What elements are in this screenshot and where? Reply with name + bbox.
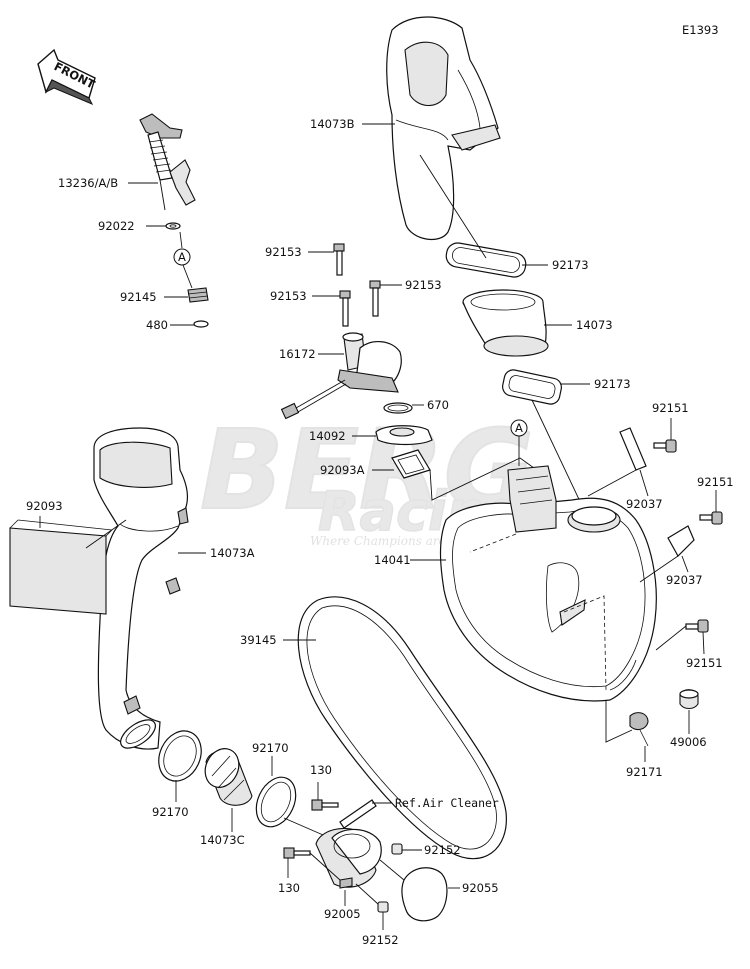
bolt-92151-right: [699, 511, 723, 525]
label-92153-b: 92153: [270, 289, 307, 303]
label-14073b: 14073B: [310, 117, 355, 131]
diagram-code: E1393: [682, 23, 719, 37]
label-92037-top: 92037: [626, 497, 663, 511]
duct-14073b: [386, 16, 501, 241]
label-92171: 92171: [626, 765, 663, 779]
label-49006: 49006: [670, 735, 707, 749]
label-92173-lower: 92173: [594, 377, 631, 391]
bolt-92151-top: [653, 439, 677, 453]
front-arrow-icon: FRONT: [37, 48, 97, 105]
oring-670: [383, 402, 413, 414]
watermark: BERG Racing Where Champions are made: [199, 405, 535, 548]
clamp-92170-right: [255, 776, 297, 828]
label-92153-a: 92153: [265, 245, 302, 259]
bracket-92037-right: [667, 525, 695, 557]
label-92153-c: 92153: [405, 278, 442, 292]
label-92145: 92145: [120, 290, 157, 304]
bolt-92153-a: [333, 243, 345, 276]
sleeve-14073c: [204, 748, 253, 806]
label-92037-right: 92037: [666, 573, 703, 587]
bolt-130-upper: [311, 799, 339, 811]
label-130-lower: 130: [278, 881, 300, 895]
ref-marker-a-left: A: [173, 248, 191, 266]
bracket-92037-top: [619, 427, 647, 471]
boot-14073: [462, 289, 549, 357]
filter-92093: [9, 519, 113, 615]
plug-49006: [679, 689, 699, 710]
gasket-92173-upper: [445, 242, 527, 278]
watermark-tagline: Where Champions are made: [310, 534, 483, 548]
clamp-92170-left: [158, 730, 202, 782]
label-92173-upper: 92173: [552, 258, 589, 272]
label-92005: 92005: [324, 907, 361, 921]
label-14073: 14073: [576, 318, 613, 332]
label-670: 670: [427, 398, 449, 412]
duct-14073a: [93, 427, 189, 750]
air-cleaner-tube: [339, 799, 377, 829]
label-39145: 39145: [240, 633, 277, 647]
svg-text:A: A: [515, 421, 523, 435]
label-92152-upper: 92152: [424, 843, 461, 857]
label-480: 480: [146, 318, 168, 332]
bolt-92153-b: [339, 290, 351, 327]
label-92170-left: 92170: [152, 805, 189, 819]
label-14092: 14092: [309, 429, 346, 443]
clip-92171: [629, 712, 649, 747]
bolt-92151-lower: [685, 619, 709, 633]
belt-39145: [297, 596, 507, 860]
bolt-130-lower: [283, 847, 311, 859]
seal-92055: [401, 867, 448, 922]
label-92022: 92022: [98, 219, 135, 233]
washer-92022: [165, 222, 181, 230]
label-16172: 16172: [279, 347, 316, 361]
cap-92152-lower: [377, 901, 389, 913]
label-92093: 92093: [26, 499, 63, 513]
svg-text:A: A: [178, 250, 186, 264]
cover-14041: [439, 465, 657, 702]
label-92152-lower: 92152: [362, 933, 399, 947]
ref-marker-a-center: A: [510, 419, 528, 437]
cover-14092: [375, 425, 433, 446]
spring-92145: [187, 287, 209, 303]
watermark-brand: BERG: [200, 406, 534, 534]
label-92151-lower: 92151: [686, 656, 723, 670]
label-ref-air-cleaner: Ref.Air Cleaner: [395, 796, 499, 810]
label-13236: 13236/A/B: [58, 176, 118, 190]
gasket-92173-lower: [502, 369, 562, 405]
label-14073a: 14073A: [210, 546, 255, 560]
cap-92152-upper: [391, 843, 403, 855]
label-92093a: 92093A: [320, 463, 365, 477]
label-92055: 92055: [462, 881, 499, 895]
label-14073c: 14073C: [200, 833, 245, 847]
label-92151-right: 92151: [697, 475, 734, 489]
bolt-92153-c: [369, 280, 381, 317]
label-14041: 14041: [374, 553, 411, 567]
housing-92005: [315, 827, 382, 889]
actuator-16172: [280, 332, 402, 420]
label-92170-right: 92170: [252, 741, 289, 755]
cable-13236: [139, 113, 196, 211]
label-92151-top: 92151: [652, 401, 689, 415]
label-130-upper: 130: [310, 763, 332, 777]
ring-480: [193, 320, 209, 328]
